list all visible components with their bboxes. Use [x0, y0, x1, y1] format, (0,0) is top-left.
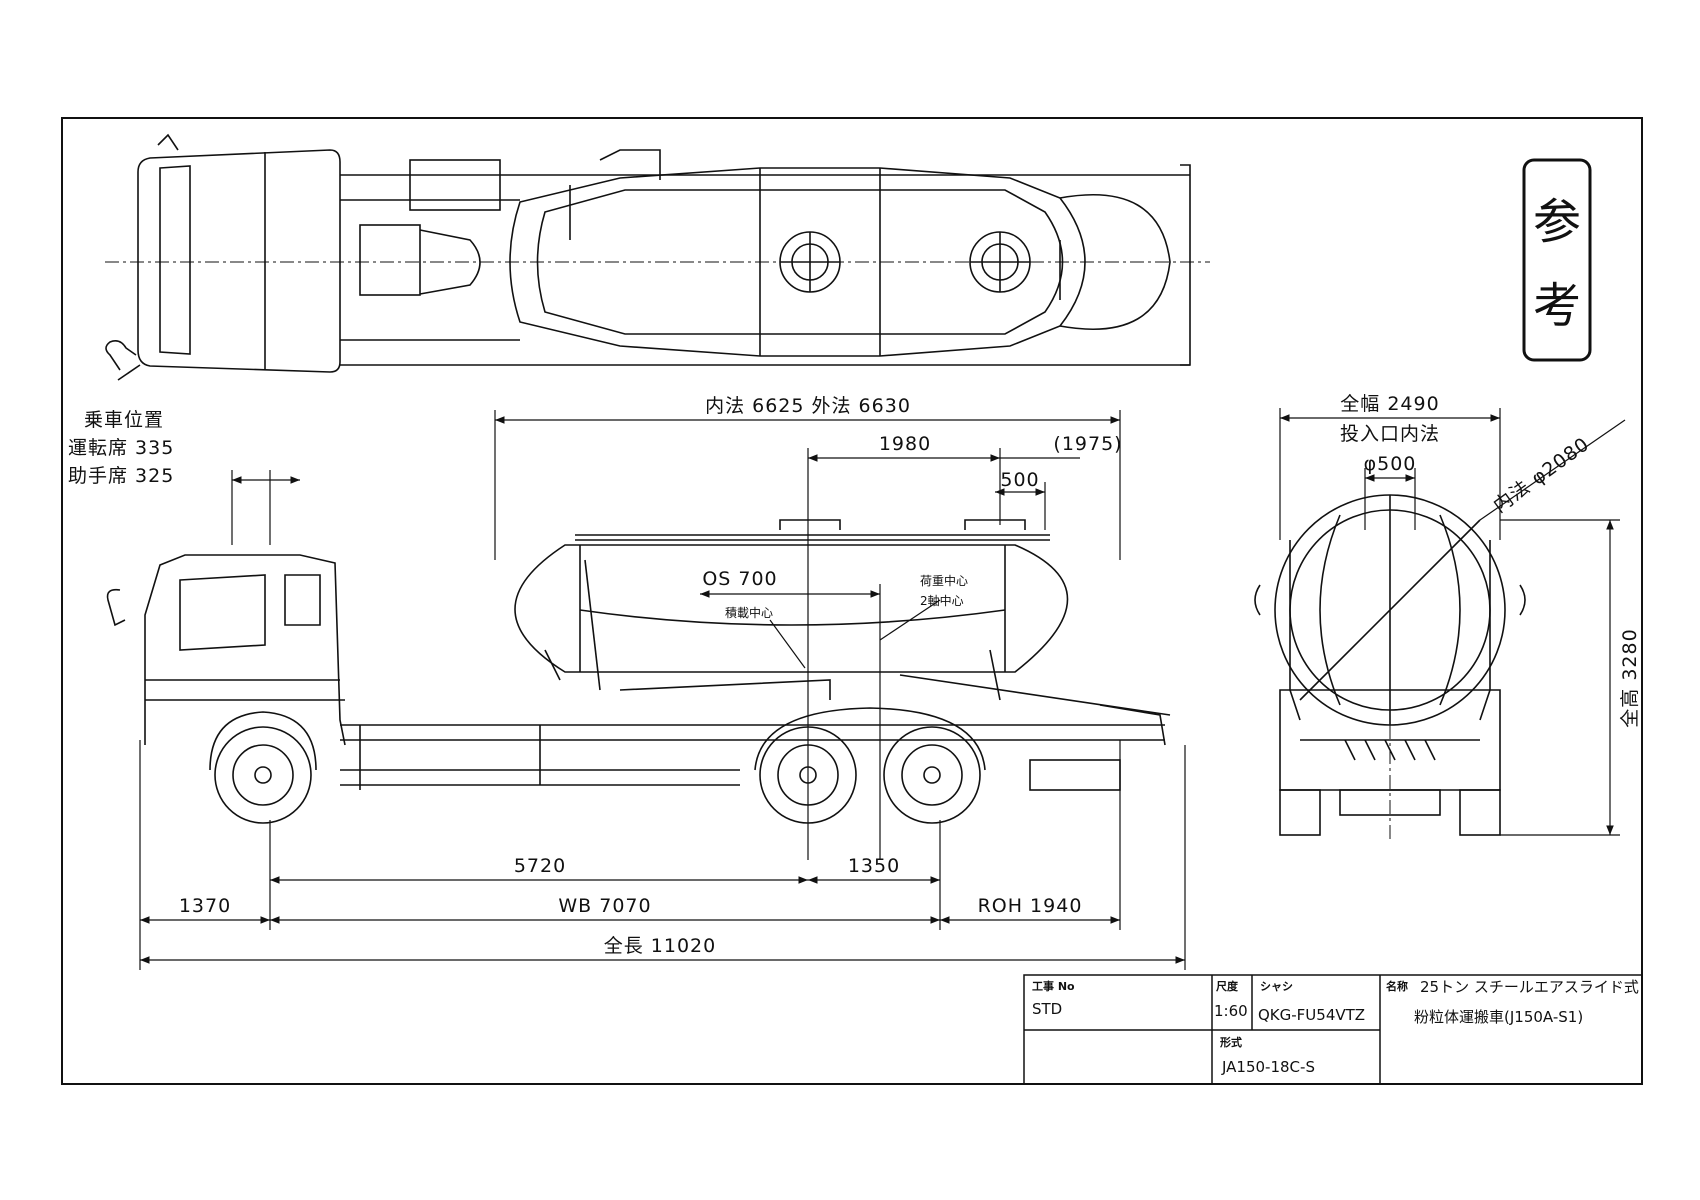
- title-block: 工事 No STD 尺度 1:60 シャシ QKG-FU54VTZ 名称 25ト…: [1023, 974, 1643, 1085]
- reference-stamp: 参 考: [1522, 158, 1592, 362]
- top-view: [105, 133, 1210, 381]
- tank-side: [514, 544, 1069, 673]
- axle2-center-label: 2軸中心: [920, 593, 964, 608]
- manhole-dia-label: φ500: [1364, 453, 1417, 475]
- job-no-label: 工事 No: [1032, 979, 1075, 993]
- seat-position-title: 乗車位置: [84, 409, 164, 431]
- name-line-2: 粉粒体運搬車(J150A-S1): [1414, 1008, 1583, 1026]
- seat-driver: 運転席 335: [68, 437, 174, 459]
- scale-label: 尺度: [1216, 979, 1239, 993]
- manhole-top-2: [969, 231, 1031, 293]
- scale-value: 1:60: [1214, 1002, 1248, 1020]
- overall-height-label: 全高 3280: [1619, 628, 1641, 727]
- model-value: JA150-18C-S: [1221, 1058, 1315, 1076]
- rear-overhang-label: ROH 1940: [978, 895, 1083, 917]
- offset-label: OS 700: [702, 568, 777, 590]
- overall-length-label: 全長 11020: [604, 935, 716, 957]
- manhole-top-1: [779, 231, 841, 293]
- front-wheel: [214, 726, 312, 824]
- hatch-spacing-ref-label: (1975): [1053, 433, 1122, 455]
- tank-dia-label: 内法 φ2080: [1489, 433, 1593, 517]
- seat-passenger: 助手席 325: [68, 465, 174, 487]
- side-view: [106, 519, 1171, 824]
- rear-wheel-2: [883, 726, 981, 824]
- rear-view: [1254, 494, 1526, 840]
- stamp-char-2: 考: [1533, 278, 1581, 334]
- drawing-frame: [61, 117, 1643, 1085]
- chassis-value: QKG-FU54VTZ: [1258, 1006, 1365, 1024]
- tandem-spacing-label: 1350: [848, 855, 900, 877]
- job-no-value: STD: [1032, 1000, 1062, 1018]
- hatch-offset-label: 500: [1000, 469, 1039, 491]
- manhole-label: 投入口内法: [1340, 423, 1440, 445]
- name-label: 名称: [1386, 979, 1408, 993]
- load-center-label: 荷重中心: [920, 573, 968, 588]
- wheelbase-label: WB 7070: [558, 895, 651, 917]
- dimension-lines: [139, 408, 1626, 970]
- name-line-1: 25トン スチールエアスライド式: [1420, 978, 1639, 996]
- chassis-label: シャシ: [1260, 980, 1293, 993]
- hatch-spacing-label: 1980: [879, 433, 931, 455]
- cargo-center-label: 積載中心: [725, 605, 773, 620]
- overall-width-label: 全幅 2490: [1340, 393, 1439, 415]
- tank-length-label: 内法 6625 外法 6630: [705, 395, 911, 417]
- stamp-char-1: 参: [1533, 194, 1581, 250]
- front-overhang-label: 1370: [179, 895, 231, 917]
- model-label: 形式: [1220, 1035, 1242, 1049]
- cab-side: [144, 554, 346, 746]
- axle-to-center-label: 5720: [514, 855, 566, 877]
